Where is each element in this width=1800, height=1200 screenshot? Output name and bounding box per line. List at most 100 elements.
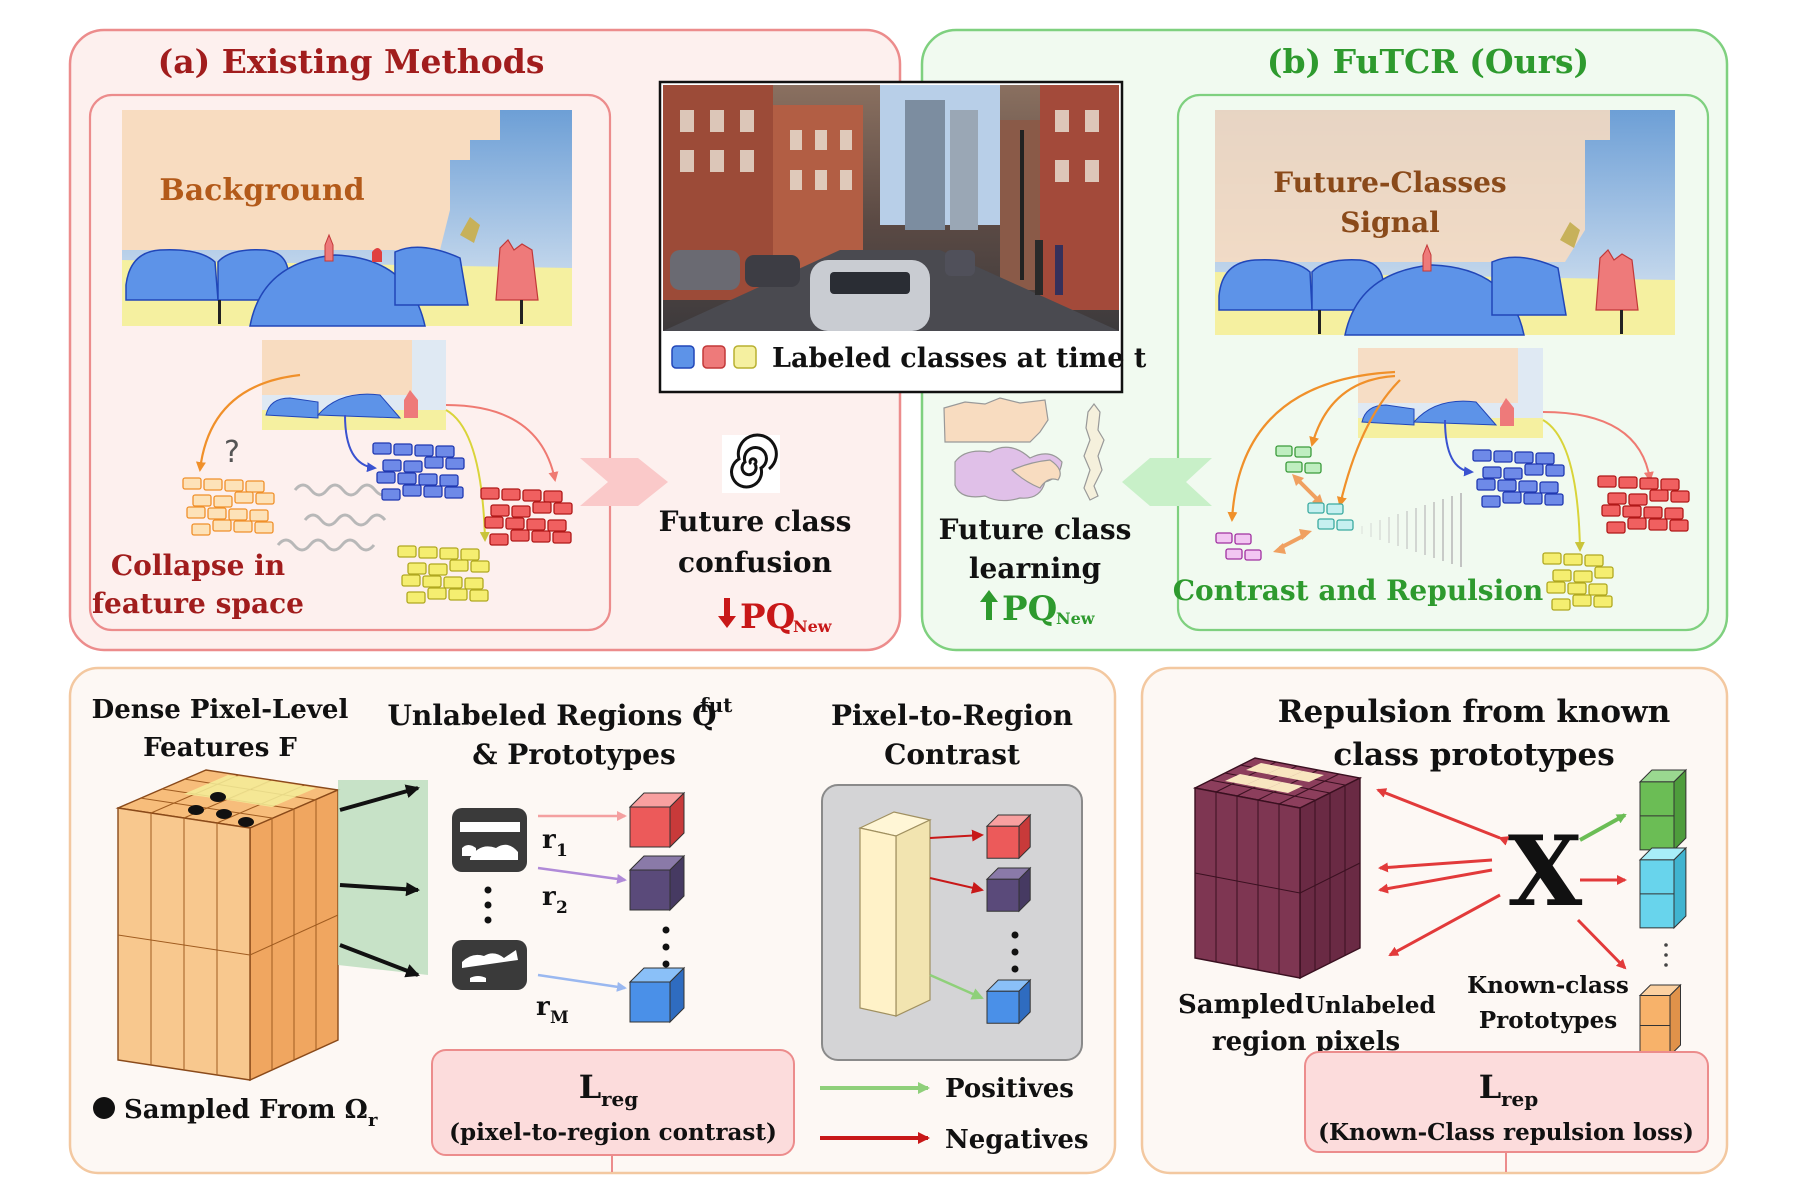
green-cluster-b xyxy=(1275,445,1322,474)
down-arrow-icon xyxy=(718,598,736,628)
contrast-fade-bars xyxy=(1361,493,1462,567)
p2r-line1: Pixel-to-Region xyxy=(831,699,1073,732)
future-confusion-line1: Future class xyxy=(659,505,852,538)
pq-new-decrease: PQ New xyxy=(718,597,833,637)
sampled-from-label: Sampled From Ω xyxy=(124,1095,368,1125)
signal-label-line2: Signal xyxy=(1340,206,1440,239)
future-learning-line2: learning xyxy=(969,552,1101,585)
contrast-negative-cube-2 xyxy=(985,866,1032,913)
feature-cuboid xyxy=(115,769,341,1082)
r2-arrow xyxy=(537,866,627,884)
segmentation-map-b-small xyxy=(1358,348,1543,438)
rm-arrow xyxy=(537,973,627,992)
arrow-to-orange-cluster xyxy=(195,373,301,472)
segmentation-map-b: Future-Classes Signal xyxy=(1215,110,1675,336)
repel-arrow-mid2 xyxy=(1378,868,1493,894)
arrow-to-blue-cluster xyxy=(344,414,377,473)
proto-arrow-orange xyxy=(1576,918,1627,970)
loss-rep-main: L xyxy=(1479,1068,1502,1106)
unlabeled-regions-sup: fut xyxy=(700,693,733,717)
region-prototypes xyxy=(628,791,686,1024)
sampled-from-sub: r xyxy=(368,1110,378,1131)
unlabeled-pixel-cuboid xyxy=(1192,757,1363,980)
legend-blue-swatch xyxy=(671,345,695,369)
arrow-to-blue-cluster-b xyxy=(1444,419,1474,477)
blue-cluster-a xyxy=(372,442,465,501)
signal-label-line1: Future-Classes xyxy=(1273,166,1506,199)
r1-label: r xyxy=(542,825,556,855)
legend-negatives: Negatives xyxy=(945,1125,1089,1155)
loss-rep-desc: (Known-Class repulsion loss) xyxy=(1318,1119,1694,1146)
chevron-arrow-b xyxy=(1122,458,1212,506)
contrast-box xyxy=(821,784,1083,1061)
arrow-to-red-cluster-b xyxy=(1542,411,1654,482)
arrow-to-yellow-cluster-b xyxy=(1542,419,1585,552)
future-learning-line1: Future class xyxy=(939,513,1132,546)
legend-yellow-swatch xyxy=(733,345,757,369)
arrow-to-teal-cluster xyxy=(1336,379,1401,507)
legend-label: Labeled classes at time t xyxy=(772,343,1147,374)
projection-wedge xyxy=(338,780,428,975)
rm-label: r xyxy=(536,992,550,1022)
segmentation-map-a-small xyxy=(262,340,446,430)
region-mask-1 xyxy=(452,808,527,872)
projection-arrow-1 xyxy=(339,784,420,812)
red-cluster-a xyxy=(480,487,573,546)
collapse-label-line1: Collapse in xyxy=(111,549,285,582)
projection-arrow-2 xyxy=(339,882,420,897)
panel-pixel-region: Dense Pixel-Level Features F Sampled Fro… xyxy=(68,666,1117,1175)
red-cluster-b xyxy=(1597,475,1690,534)
collapse-wave-3 xyxy=(276,538,376,552)
feature-clusters-b xyxy=(1215,445,1690,611)
panel-b-title: (b) FuTCR (Ours) xyxy=(1267,42,1589,81)
repel-arrow-bottom xyxy=(1388,893,1501,957)
legend-red-swatch xyxy=(702,345,726,369)
background-label: Background xyxy=(159,173,364,208)
unlabeled-regions-line1: Unlabeled Regions Q xyxy=(388,699,717,732)
contrast-positive-cube xyxy=(985,978,1032,1025)
arrow-to-green-cluster xyxy=(1309,374,1396,447)
collapse-wave-2 xyxy=(303,513,387,527)
negative-arrow-1 xyxy=(929,829,984,842)
feature-clusters-a xyxy=(182,442,573,604)
collapse-wave-1 xyxy=(293,483,393,497)
repel-arrow-2 xyxy=(1279,533,1306,550)
loss-rep-sub: rep xyxy=(1501,1087,1538,1111)
r1-sub: 1 xyxy=(556,841,568,861)
pq-sub-b: New xyxy=(1056,609,1096,628)
future-confusion-line2: confusion xyxy=(678,546,832,579)
future-class-shapes xyxy=(943,397,1105,502)
street-photo: Labeled classes at time t xyxy=(658,80,1147,394)
teal-cluster-b xyxy=(1307,502,1354,531)
loss-reg-main: L xyxy=(579,1068,602,1106)
repulsion-title-line1: Repulsion from known xyxy=(1278,694,1671,730)
chevron-arrow-a xyxy=(580,458,668,506)
sample-dot-icon xyxy=(93,1097,115,1119)
known-proto-cyan xyxy=(1638,846,1688,930)
p2r-line2: Contrast xyxy=(884,738,1020,771)
contrast-repulsion-label: Contrast and Repulsion xyxy=(1173,574,1544,607)
region-mask-m xyxy=(452,940,527,990)
known-class-line2: Prototypes xyxy=(1479,1007,1617,1034)
prototype-cube-r1 xyxy=(628,791,686,849)
orange-cluster-a xyxy=(182,477,275,536)
question-mark: ? xyxy=(224,435,240,470)
contrast-negative-cube-1 xyxy=(985,813,1032,860)
known-proto-green xyxy=(1638,768,1688,852)
segmentation-map-a: Background xyxy=(122,110,572,327)
unlabeled-regions-line2: & Prototypes xyxy=(472,738,675,771)
blue-cluster-b xyxy=(1472,449,1565,508)
spiral-icon xyxy=(722,433,780,493)
purple-cluster-b xyxy=(1215,532,1262,561)
dense-features-line1: Dense Pixel-Level xyxy=(92,695,349,725)
x-mark: X xyxy=(1508,815,1583,928)
legend-positives: Positives xyxy=(945,1074,1074,1104)
repel-arrow-top xyxy=(1376,788,1510,846)
repel-arrow-mid1 xyxy=(1378,858,1493,873)
dense-features-line2: Features F xyxy=(143,733,297,763)
panel-a-title: (a) Existing Methods xyxy=(158,42,545,81)
pq-label-a: PQ xyxy=(740,597,795,637)
panel-futcr: (b) FuTCR (Ours) Future-Classes Signal xyxy=(920,28,1729,652)
negative-arrow-2 xyxy=(929,877,984,894)
loss-reg-sub: reg xyxy=(601,1087,638,1111)
